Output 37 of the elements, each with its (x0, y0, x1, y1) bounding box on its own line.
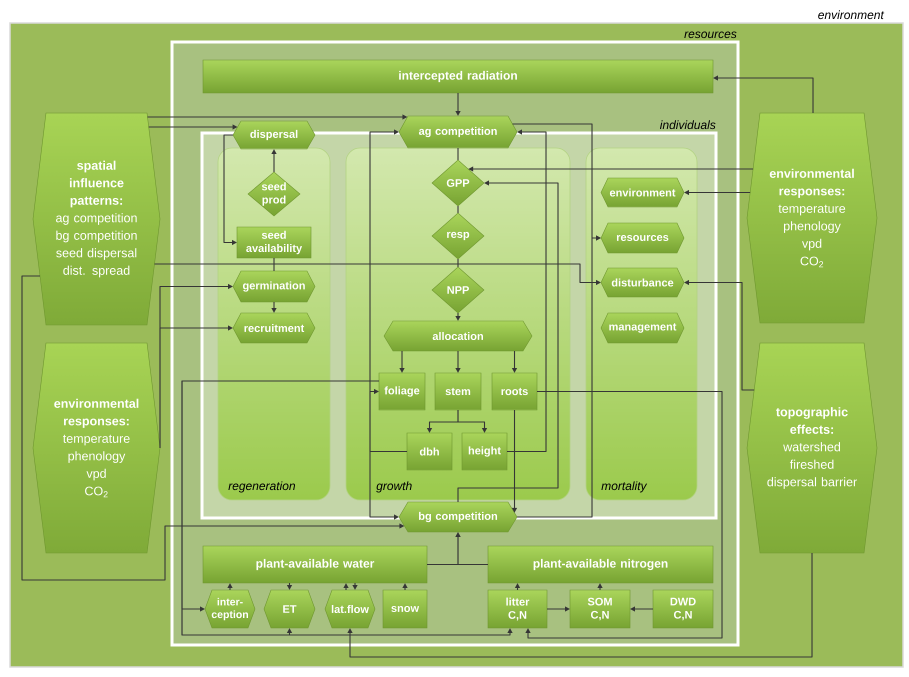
process-hexagon: disturbance (600, 268, 684, 298)
process-box: plant-available water (202, 546, 428, 584)
arrow (347, 553, 813, 658)
node-label: resources (684, 32, 737, 38)
connector-line (457, 206, 459, 213)
process-box: plant-available nitrogen (488, 546, 714, 584)
process-box: SOM C,N (570, 590, 630, 628)
node-label: individuals (660, 120, 716, 130)
process-hexagon: environment (600, 178, 684, 208)
process-hexagon: management (600, 312, 684, 344)
process-hexagon: ag competition (398, 116, 518, 148)
process-box: intercepted radiation (202, 60, 714, 94)
process-hexagon: bg competition (398, 502, 518, 532)
process-box: stem (434, 372, 482, 410)
node-label: environment (818, 10, 884, 20)
connector-line (457, 148, 459, 160)
process-box: snow (382, 590, 428, 628)
process-hexagon: recruitment (232, 312, 316, 344)
info-hexagon: environmental responses: temperature phenology vpd CO$_{2}$ (32, 342, 160, 554)
arrow (369, 388, 407, 452)
process-box: roots (492, 372, 538, 410)
process-box: seed availability (236, 226, 312, 258)
info-hexagon: topographic effects: watershed fireshed dispersal barrier (746, 342, 878, 554)
process-hexagon: allocation (384, 320, 532, 352)
process-box: height (462, 432, 508, 470)
process-hexagon: dispersal (232, 120, 316, 150)
process-box: foliage (378, 372, 426, 410)
arrow (525, 390, 723, 639)
connector-line (273, 258, 275, 271)
process-box: dbh (406, 432, 452, 470)
process-hexagon: resources (600, 222, 684, 254)
info-hexagon: environmental responses: temperature phenology vpd CO$_{2}$ (746, 112, 878, 324)
process-hexagon: germination (232, 270, 316, 302)
process-box: DWD C,N (652, 590, 714, 628)
info-hexagon: spatial influence patterns: ag competition bg competition seed dispersal dist. spread (32, 112, 160, 326)
connector-line (457, 259, 459, 267)
process-box: litter C,N (488, 590, 548, 628)
